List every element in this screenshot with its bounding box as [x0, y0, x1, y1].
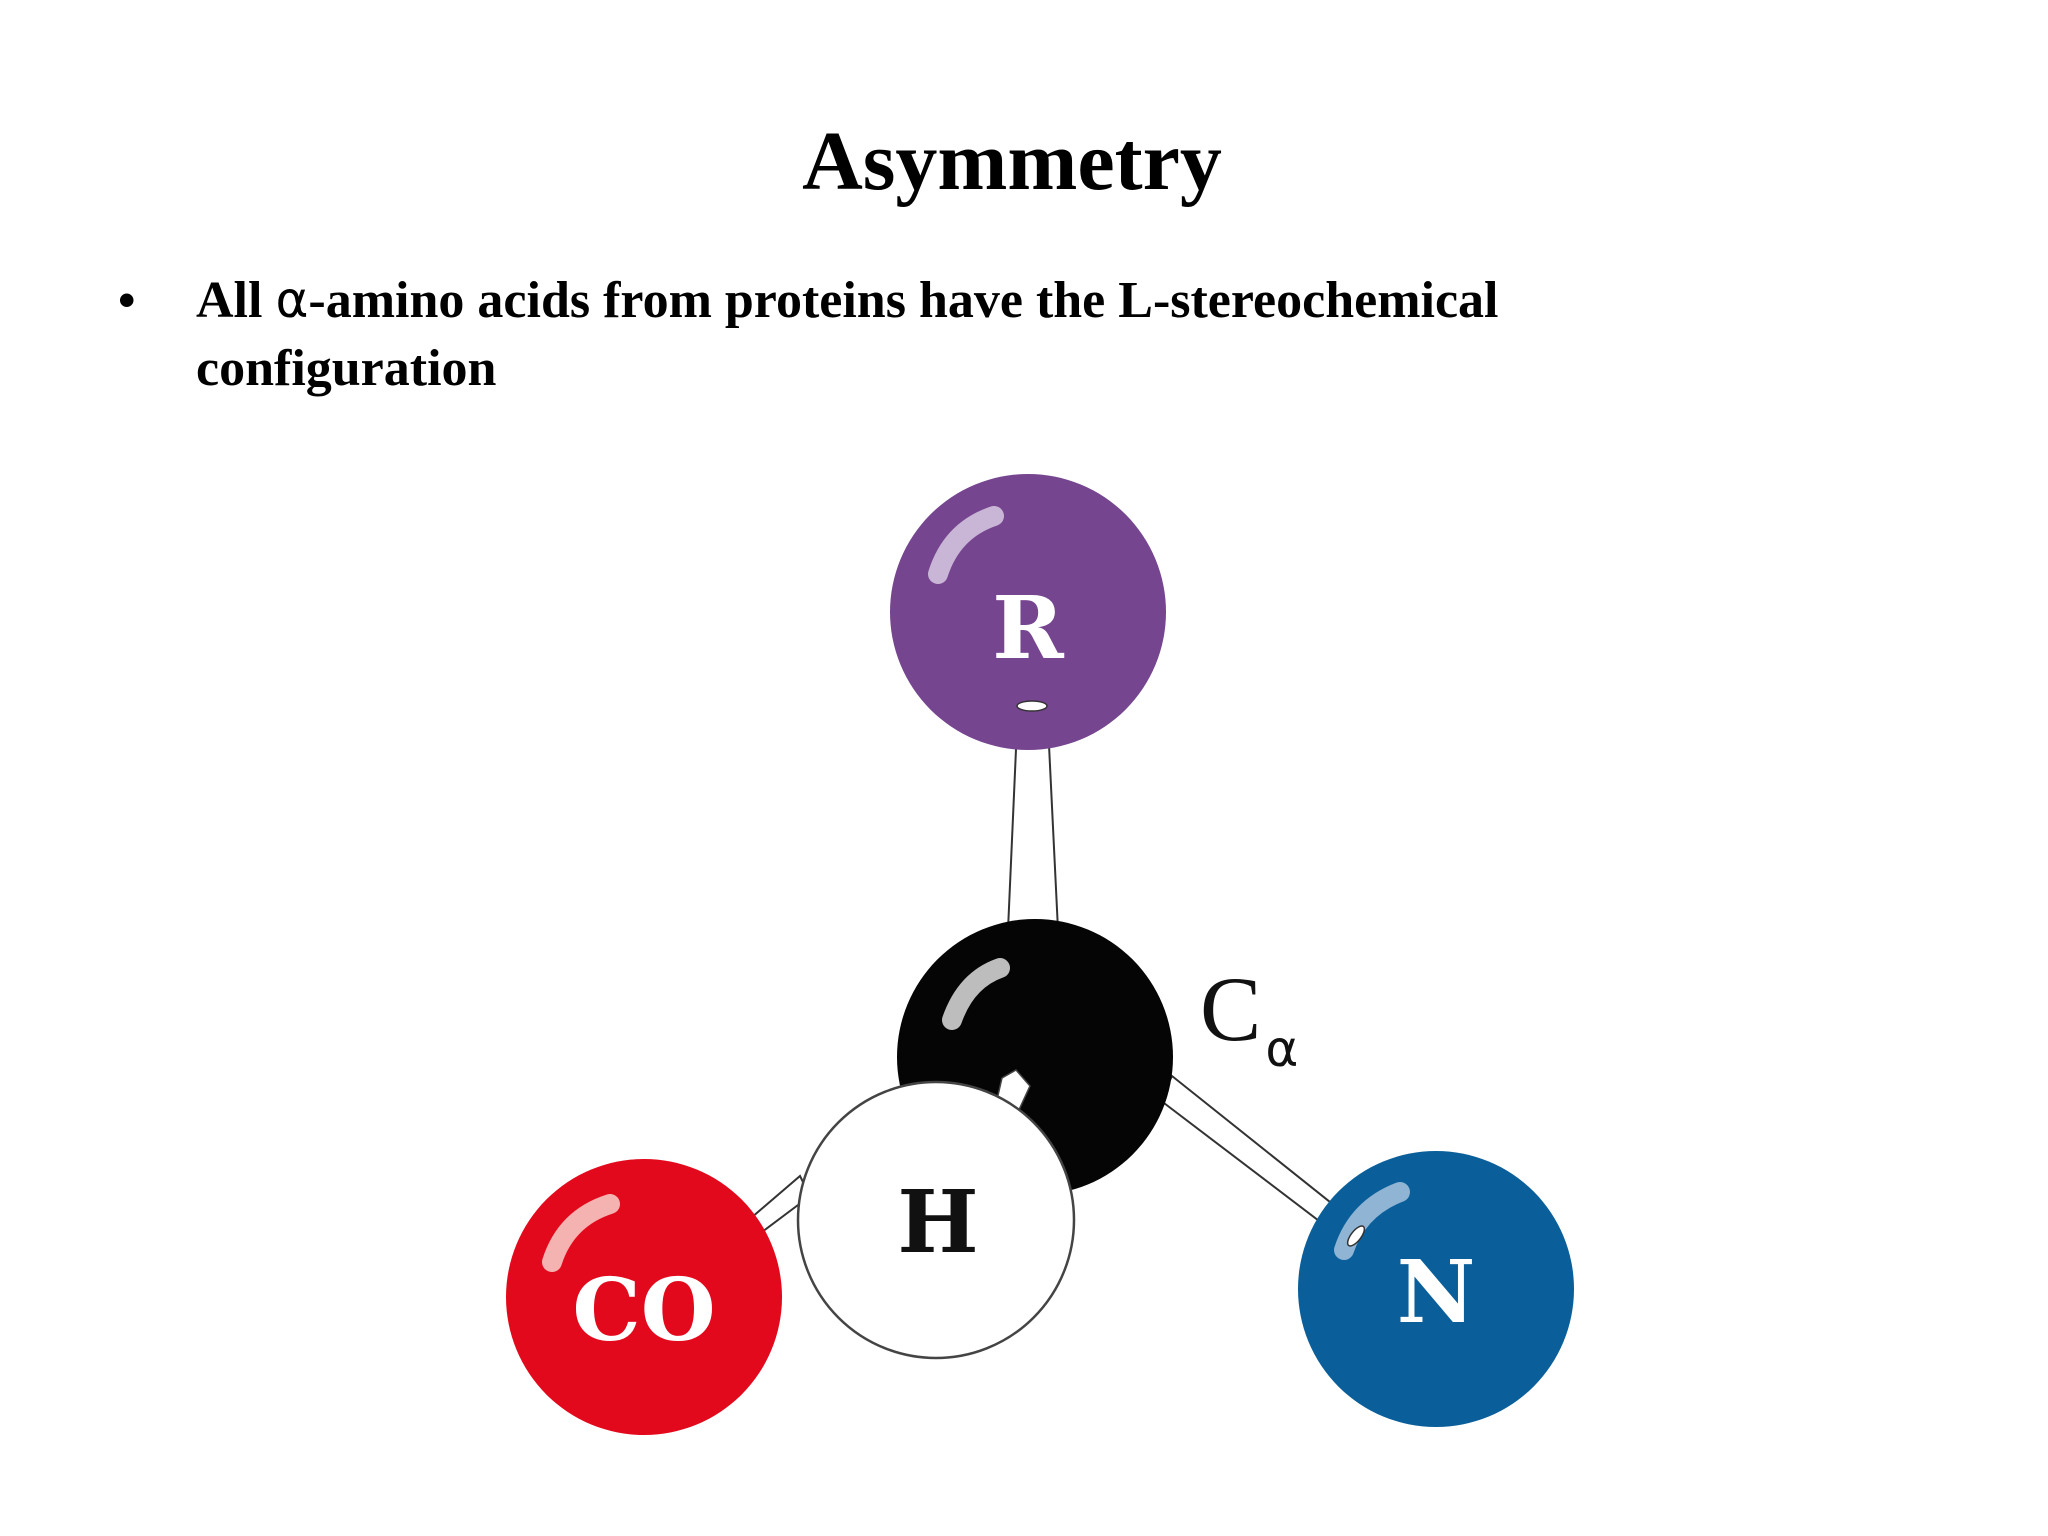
n-label: N	[1397, 1242, 1476, 1343]
h-label: H	[897, 1172, 978, 1273]
calpha-label-c: C	[1200, 958, 1261, 1060]
bond-n-end-cap	[1346, 1225, 1366, 1247]
co-atom-highlight	[542, 1194, 620, 1272]
bullet-text-start: All	[196, 272, 276, 329]
r-label: R	[992, 578, 1064, 679]
co-label: CO	[572, 1260, 715, 1361]
bullet-text: All α-amino acids from proteins have the…	[196, 266, 1676, 403]
bond-r-end-cap	[1016, 700, 1048, 712]
r-atom-highlight	[928, 506, 1004, 584]
h-atom	[796, 1080, 1076, 1360]
slide-title: Asymmetry	[802, 115, 1222, 208]
calpha-label-alpha: α	[1265, 1020, 1298, 1078]
calpha-atom-highlight	[942, 958, 1010, 1030]
bullet-alpha-symbol: α	[275, 271, 309, 329]
calpha-label: Cα	[1200, 958, 1298, 1078]
bullet-text-end: -amino acids from proteins have the L-st…	[196, 272, 1499, 397]
bullet-marker: •	[118, 272, 136, 328]
